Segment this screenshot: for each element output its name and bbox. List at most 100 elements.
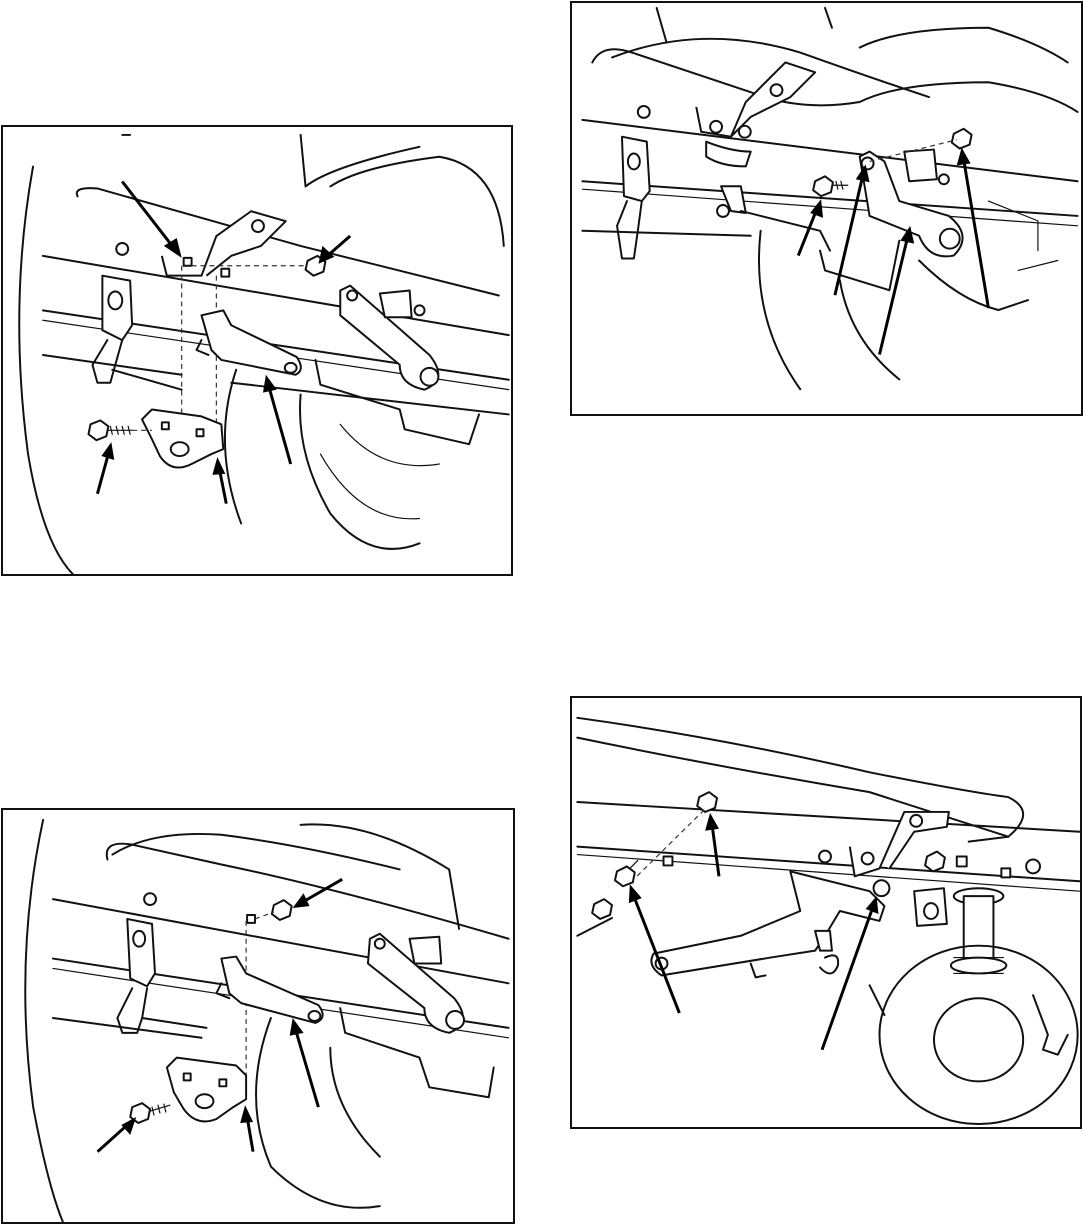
link-left	[92, 340, 122, 383]
carriage-bolt-head	[89, 420, 109, 440]
link-rod	[142, 1018, 206, 1028]
square-hole-2	[221, 269, 229, 277]
square-hole	[957, 857, 967, 867]
rail-nut	[116, 243, 128, 255]
hanger-hole	[628, 154, 640, 170]
square-hole-2	[1001, 868, 1010, 877]
upper-bracket-nut	[910, 815, 922, 827]
wheel-hub	[934, 998, 1023, 1081]
callout-arrow-3	[879, 226, 914, 355]
pivot-hole	[874, 880, 890, 896]
figure-lower-right-drawing	[572, 698, 1080, 1127]
seat-cushion	[330, 157, 503, 246]
callout-arrow-1	[122, 182, 181, 258]
figure-upper-left	[1, 125, 513, 576]
upper-bracket-nut	[771, 84, 783, 96]
lift-bracket-pivot	[862, 157, 874, 169]
upper-bracket-bolt	[252, 220, 264, 232]
link-left	[117, 988, 147, 1033]
pivot-bracket	[706, 142, 751, 167]
rear-tire	[225, 370, 420, 549]
carriage-bolt-thread	[108, 426, 132, 434]
bolt-head	[813, 176, 833, 196]
square-hole	[247, 915, 255, 923]
lift-arm	[221, 957, 322, 1023]
upper-bracket-nut-2	[710, 121, 722, 133]
rear-tire-tread	[320, 424, 439, 518]
tire-outline	[19, 167, 72, 574]
right-bracket-nut	[347, 291, 357, 301]
frame-rail-low	[582, 231, 750, 236]
callout-arrow-1	[705, 813, 719, 876]
pivot-nut	[717, 205, 729, 217]
callout-arrow-2	[318, 236, 350, 264]
figure-upper-right	[570, 1, 1083, 416]
figure-upper-left-drawing	[3, 127, 511, 574]
rail-nut	[144, 893, 156, 905]
bolt-head	[615, 866, 635, 886]
callout-arrow-3	[240, 1105, 253, 1152]
seat-base	[657, 8, 832, 43]
figure-upper-right-drawing	[572, 3, 1081, 414]
lift-arm	[651, 871, 884, 975]
fender-top	[112, 834, 399, 869]
hex-nut	[697, 792, 717, 812]
fender-edge	[107, 844, 509, 939]
lift-bracket-hole	[940, 229, 960, 249]
callout-arrow-1	[293, 879, 343, 908]
seat-outline	[122, 135, 419, 187]
lift-rod	[741, 211, 830, 251]
lift-arm-hole	[309, 1011, 321, 1021]
right-bracket-plate	[410, 937, 442, 964]
rail-nut	[819, 851, 831, 863]
carriage-bolt-thread	[150, 1104, 170, 1115]
callout-arrow-4	[290, 1018, 319, 1107]
frame-rail-top	[582, 120, 1077, 181]
square-hole	[184, 258, 192, 266]
lower-bracket-slot-2	[197, 429, 204, 436]
lower-bracket	[142, 409, 223, 467]
lift-arm-hole	[285, 363, 297, 373]
figure-lower-right	[570, 696, 1082, 1129]
seat-cushion	[860, 28, 1068, 63]
lower-bracket-hole	[196, 1094, 214, 1108]
lower-bracket-slot-2	[219, 1079, 226, 1086]
callout-arrow-2	[629, 884, 680, 1013]
pulley-bottom	[951, 958, 1006, 974]
link-left	[617, 201, 642, 258]
rail-nut	[638, 106, 650, 118]
lower-bracket-hole	[171, 442, 189, 456]
figure-lower-left	[1, 808, 515, 1224]
right-bracket-hole	[421, 368, 439, 386]
rail-nut-3	[1026, 859, 1040, 873]
hanger-hole	[108, 292, 122, 310]
figure-lower-left-drawing	[3, 810, 513, 1222]
lift-arm-pin	[197, 340, 209, 355]
right-bracket-hole	[446, 1011, 464, 1029]
right-bracket-nut-2	[415, 305, 425, 315]
fender-edge	[592, 49, 1077, 112]
callout-arrow-2	[98, 1117, 137, 1152]
hairpin-clip	[820, 955, 838, 973]
pin-bolt	[751, 964, 766, 978]
lower-bracket-slot	[184, 1073, 191, 1080]
rail-hex-nut	[925, 852, 945, 872]
lower-bracket	[167, 1058, 246, 1122]
hex-nut	[952, 129, 972, 149]
frame-rail-low	[577, 918, 612, 936]
frame-rail-low	[53, 1018, 202, 1038]
hex-nut	[272, 900, 292, 920]
callout-arrow-4	[957, 148, 989, 308]
right-bracket-plate	[380, 291, 412, 318]
frame-nut	[592, 899, 612, 919]
frame-rail-top	[577, 802, 1079, 832]
seat-cushion	[301, 824, 459, 928]
lower-bracket-slot	[162, 422, 169, 429]
rear-tire	[256, 1018, 380, 1208]
callout-arrow-4	[212, 457, 226, 504]
square-hole-3	[664, 857, 673, 866]
lift-bracket-plate	[904, 150, 937, 182]
tire-outline	[25, 820, 63, 1222]
rail-nut-2	[862, 853, 874, 865]
hanger-left	[127, 919, 155, 986]
